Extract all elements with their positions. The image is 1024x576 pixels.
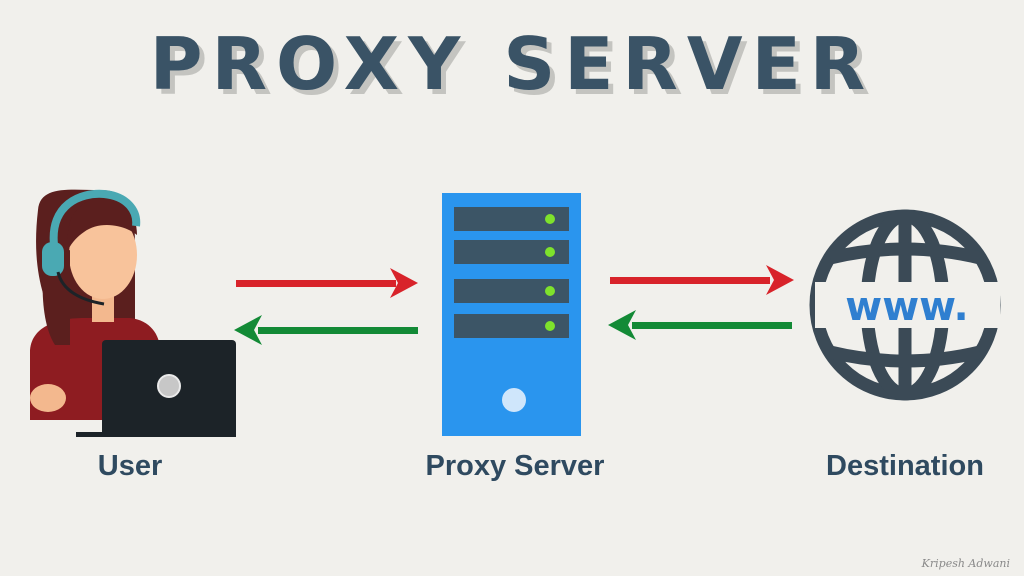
page-title: PROXY SERVER xyxy=(149,22,875,106)
response-arrow-proxy-to-user xyxy=(234,315,418,345)
user-illustration xyxy=(30,189,236,437)
server-icon xyxy=(442,193,581,436)
www-backdrop xyxy=(815,282,1000,328)
www-label: www. xyxy=(845,284,969,330)
proxy-server-label: Proxy Server xyxy=(425,450,605,482)
destination-label: Destination xyxy=(826,450,984,482)
user-label: User xyxy=(97,450,163,482)
response-arrow-destination-to-proxy xyxy=(608,310,792,340)
request-arrow-proxy-to-destination xyxy=(610,265,794,295)
request-arrow-user-to-proxy xyxy=(236,268,418,298)
headset-icon xyxy=(49,189,141,246)
laptop-icon xyxy=(76,340,236,437)
author-signature: Kripesh Adwani xyxy=(921,557,1010,570)
